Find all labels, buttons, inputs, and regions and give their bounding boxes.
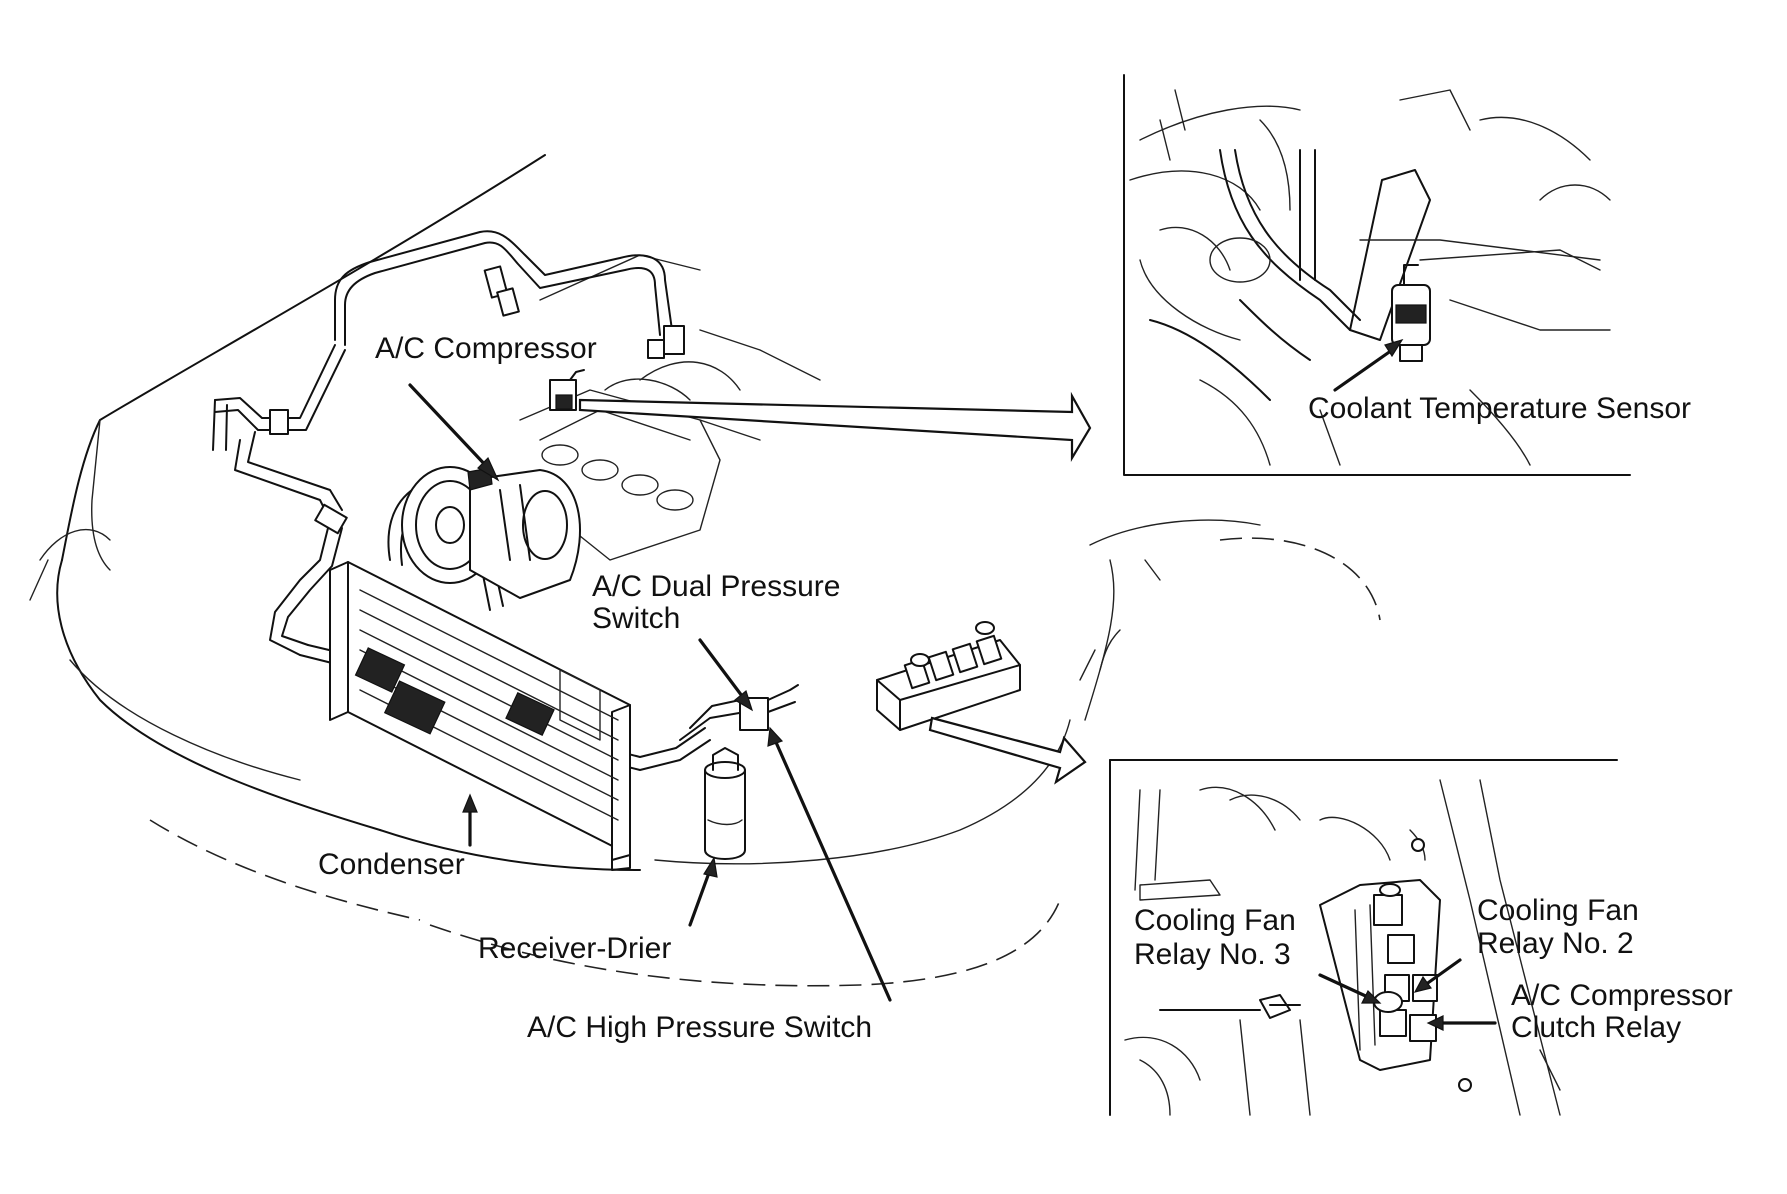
relay-block [876, 621, 1021, 731]
label-receiver-drier: Receiver-Drier [478, 932, 671, 965]
pointer-arrows [578, 391, 1092, 785]
ac-compressor [401, 466, 581, 599]
receiver-drier [704, 747, 746, 860]
label-cooling-fan-relay-2-line1: Cooling Fan [1477, 894, 1639, 927]
label-cooling-fan-relay-3-line2: Relay No. 3 [1134, 938, 1291, 971]
labels: A/C Compressor Coolant Temperature Senso… [318, 332, 1733, 1044]
condenser [329, 561, 631, 871]
label-ac-high-pressure-switch: A/C High Pressure Switch [527, 1011, 872, 1044]
label-ac-compressor-clutch-relay-line2: Clutch Relay [1511, 1011, 1681, 1044]
label-coolant-temperature-sensor: Coolant Temperature Sensor [1308, 392, 1691, 425]
callout-arrows [408, 383, 892, 1002]
engine-block [519, 361, 761, 561]
coolant-sensor-small [549, 369, 585, 411]
label-ac-dual-pressure-switch-line1: A/C Dual Pressure [592, 570, 840, 603]
label-condenser: Condenser [318, 848, 465, 881]
label-ac-dual-pressure-switch-line2: Switch [592, 602, 680, 635]
label-cooling-fan-relay-2-line2: Relay No. 2 [1477, 927, 1634, 960]
label-ac-compressor-clutch-relay-line1: A/C Compressor [1511, 979, 1733, 1012]
label-ac-compressor: A/C Compressor [375, 332, 597, 365]
label-cooling-fan-relay-3-line1: Cooling Fan [1134, 904, 1296, 937]
inset-coolant-sensor [1123, 74, 1631, 476]
inset-relay-box [1109, 759, 1618, 1116]
